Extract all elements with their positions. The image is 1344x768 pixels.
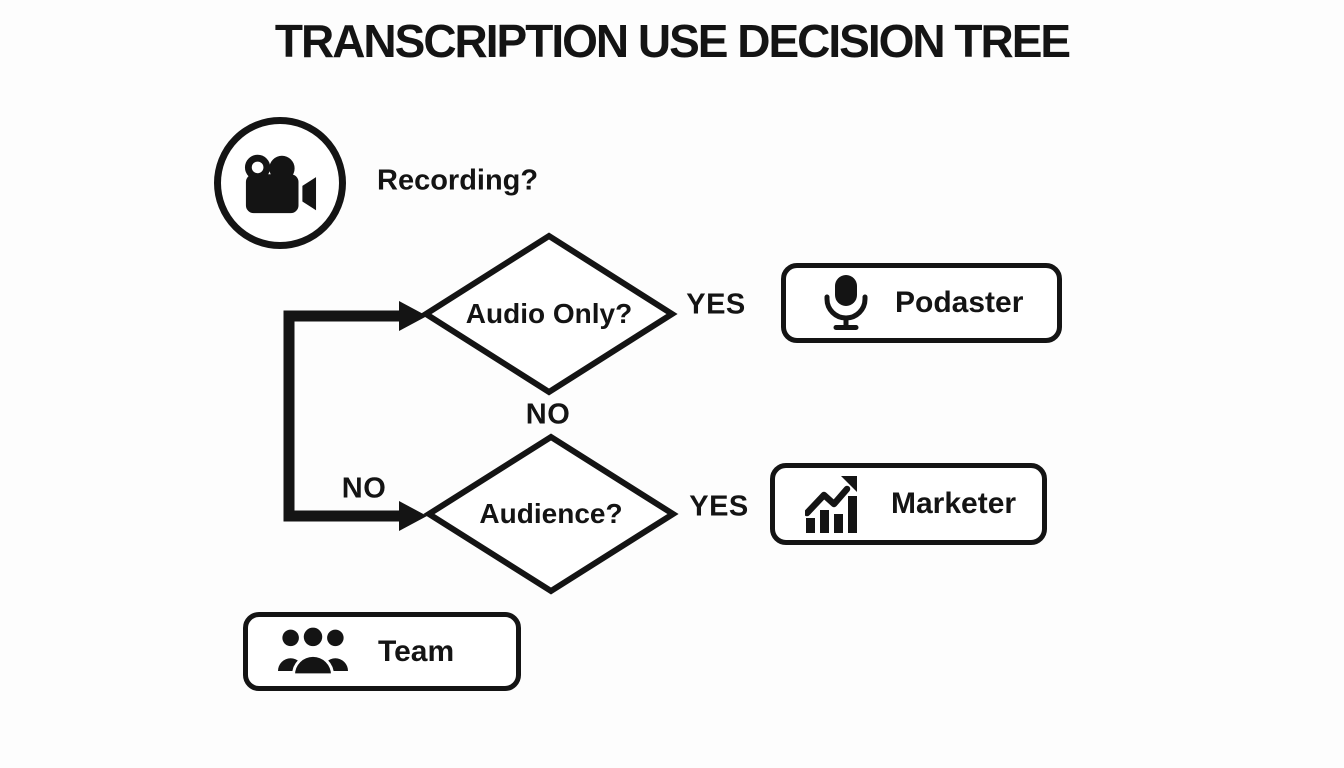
- outcome-box-podaster: Podaster: [781, 263, 1062, 343]
- outcome-box-team: Team: [243, 612, 521, 691]
- video-camera-icon: [244, 154, 317, 214]
- microphone-icon: [824, 274, 868, 332]
- outcome-label-team: Team: [378, 634, 455, 668]
- decision1-label: Audio Only?: [465, 298, 633, 329]
- edge-label-no-2: NO: [341, 472, 387, 505]
- decision-diamond-audience: [423, 433, 679, 595]
- start-node-circle: [214, 117, 346, 249]
- edge-label-yes-1: YES: [686, 288, 746, 321]
- decision-diamond-audio-only: [420, 232, 678, 396]
- edge-label-yes-2: YES: [689, 490, 749, 523]
- diagram-title: TRANSCRIPTION USE DECISION TREE: [274, 15, 1071, 67]
- branch-connector-line: [283, 310, 402, 522]
- growth-chart-icon: [805, 475, 857, 533]
- team-icon: [278, 626, 348, 677]
- outcome-label-podaster: Podaster: [895, 286, 1024, 319]
- start-node-label: Recording?: [377, 164, 539, 197]
- arrowhead-to-audience-icon: [399, 501, 427, 531]
- outcome-box-marketer: Marketer: [770, 463, 1047, 545]
- decision2-label: Audience?: [479, 498, 623, 529]
- outcome-label-marketer: Marketer: [891, 487, 1017, 520]
- arrowhead-to-audio-only-icon: [399, 301, 427, 331]
- edge-label-no-1: NO: [525, 398, 571, 431]
